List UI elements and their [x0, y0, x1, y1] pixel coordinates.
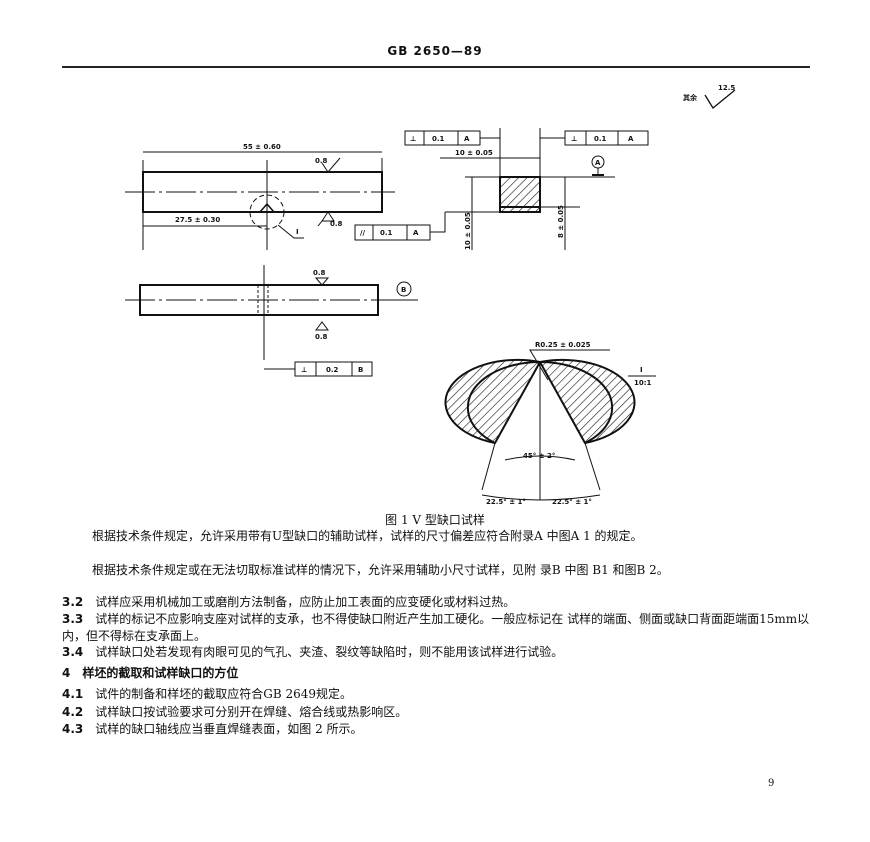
half-angle-right: 22.5° ± 1°: [552, 498, 592, 506]
half-angle-left: 22.5° ± 1°: [486, 498, 526, 506]
notch-angle: 45° ± 2°: [523, 452, 555, 460]
clause-text: 试样应采用机械加工或磨削方法制备，应防止加工表面的应变硬化或材料过热。: [95, 595, 516, 609]
clause-4-3: 4.3 试样的缺口轴线应当垂直焊缝表面，如图 2 所示。: [62, 721, 812, 738]
clause-text: 试样缺口处若发现有肉眼可见的气孔、夹渣、裂纹等缺陷时，则不能用该试样进行试验。: [95, 645, 564, 659]
dim-half-length: 27.5 ± 0.30: [175, 216, 220, 224]
tol-datum: B: [358, 366, 363, 374]
tol-value: 0.1: [380, 229, 393, 237]
roughness-symbol-icon: [704, 89, 736, 109]
clause-text: 试样的缺口轴线应当垂直焊缝表面，如图 2 所示。: [95, 722, 363, 736]
figure-1-drawing: 其余 12.5 55 ± 0.60 27.5 ± 0.30 I 0.8 0.8: [125, 84, 736, 506]
paragraph: 根据技术条件规定，允许采用带有U型缺口的辅助试样，试样的尺寸偏差应符合附录A 中…: [62, 528, 812, 545]
figure-caption: 图 1 V 型缺口试样: [385, 513, 485, 527]
dim-ligament: 8 ± 0.05: [557, 205, 565, 238]
tol-datum: A: [464, 135, 470, 143]
clause-number: 3.2: [62, 595, 84, 609]
tol-symbol: ⊥: [571, 135, 577, 143]
roughness-top: 0.8: [315, 157, 328, 165]
specimen-front-view: 55 ± 0.60 27.5 ± 0.30 I 0.8 0.8: [125, 143, 395, 250]
tol-datum: A: [628, 135, 634, 143]
clause-number: 3.3: [62, 612, 84, 626]
tol-value: 0.2: [326, 366, 339, 374]
roughness-top-icon: [321, 157, 341, 173]
notch-radius: R0.25 ± 0.025: [535, 341, 591, 349]
clause-number: 3.4: [62, 645, 84, 659]
specimen-cross-section: 10 ± 0.05 ⊥ 0.1 A ⊥ 0.1 A A 10 ± 0.05 8 …: [354, 128, 649, 250]
clause-4-2: 4.2 试样缺口按试验要求可分别开在焊缝、熔合线或热影响区。: [62, 704, 812, 721]
clause-number: 4.1: [62, 687, 84, 701]
clause-text: 试样缺口按试验要求可分别开在焊缝、熔合线或热影响区。: [95, 705, 408, 719]
paragraph: 根据技术条件规定或在无法切取标准试样的情况下，允许采用辅助小尺寸试样，见附 录B…: [62, 562, 812, 579]
clause-3-2: 3.2 试样应采用机械加工或磨削方法制备，应防止加工表面的应变硬化或材料过热。: [62, 594, 812, 611]
header-rule: [62, 66, 810, 68]
tol-symbol: ⊥: [301, 366, 307, 374]
tol-datum: A: [413, 229, 419, 237]
section-title: 样坯的截取和试样缺口的方位: [82, 666, 239, 680]
notch-detail: 45° ± 2° 22.5° ± 1° 22.5° ± 1° R0.25 ± 0…: [444, 341, 656, 506]
dim-width: 10 ± 0.05: [455, 149, 493, 157]
dim-length: 55 ± 0.60: [243, 143, 281, 151]
tol-value: 0.1: [432, 135, 445, 143]
roughness-rest-label: 其余: [683, 93, 698, 102]
roughness-rest-value: 12.5: [718, 84, 735, 92]
section-number: 4: [62, 666, 71, 680]
dim-height: 10 ± 0.05: [464, 212, 472, 250]
detail-mark: I: [296, 228, 299, 236]
page-number: 9: [768, 778, 775, 789]
clause-3-4: 3.4 试样缺口处若发现有肉眼可见的气孔、夹渣、裂纹等缺陷时，则不能用该试样进行试…: [62, 644, 812, 661]
clause-number: 4.2: [62, 705, 84, 719]
paragraph-text: 根据技术条件规定，允许采用带有U型缺口的辅助试样，试样的尺寸偏差应符合附录A 中…: [92, 529, 643, 543]
tol-symbol: ⊥: [410, 135, 416, 143]
paragraph-text: 根据技术条件规定或在无法切取标准试样的情况下，允许采用辅助小尺寸试样，见附 录B…: [92, 563, 669, 577]
clause-number: 4.3: [62, 722, 84, 736]
datum-b: B: [401, 286, 406, 294]
detail-scale-label: I: [640, 366, 643, 374]
roughness-top-view-top: 0.8: [313, 269, 326, 277]
detail-scale: 10:1: [634, 379, 652, 387]
page-header: GB 2650—89: [387, 44, 483, 58]
section-4-heading: 4 样坯的截取和试样缺口的方位: [62, 665, 812, 682]
datum-a: A: [595, 159, 601, 167]
roughness-top-view-bottom: 0.8: [315, 333, 328, 341]
clause-text: 试件的制备和样坯的截取应符合GB 2649规定。: [95, 687, 353, 701]
specimen-top-view: 0.8 0.8 B ⊥ 0.2 B: [125, 265, 418, 377]
tol-symbol: //: [360, 229, 366, 237]
tol-value: 0.1: [594, 135, 607, 143]
clause-4-1: 4.1 试件的制备和样坯的截取应符合GB 2649规定。: [62, 686, 812, 703]
roughness-bottom: 0.8: [330, 220, 343, 228]
clause-text: 试样的标记不应影响支座对试样的支承，也不得使缺口附近产生加工硬化。一般应标记在 …: [62, 612, 810, 643]
